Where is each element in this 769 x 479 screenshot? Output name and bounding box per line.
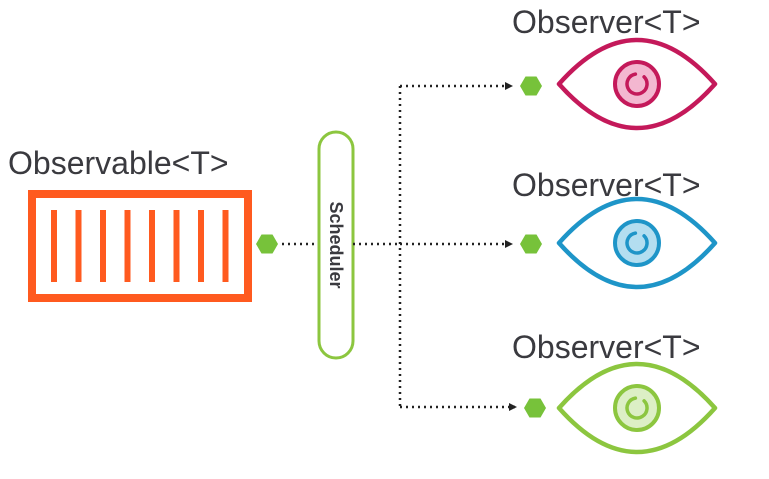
observer-2-label: Observer<T>	[512, 167, 701, 203]
scheduler: Scheduler	[317, 130, 355, 360]
eye-icon	[556, 361, 718, 455]
observer-2-input-hexagon	[520, 234, 542, 254]
eye-icon	[556, 196, 718, 290]
eye-iris	[613, 60, 661, 108]
scheduler-fanout	[353, 82, 517, 411]
observer-2: Observer<T>	[512, 167, 718, 290]
observable-item-bar	[75, 210, 82, 282]
scheduler-label: Scheduler	[326, 201, 346, 288]
observable-output-hexagon	[256, 234, 278, 254]
observable-item-bar	[149, 210, 155, 282]
observable-item-bar	[100, 210, 106, 282]
observable-item-bar	[51, 210, 57, 282]
eye-pupil	[625, 396, 649, 420]
observable-item-bar	[124, 210, 131, 282]
eye-icon	[556, 37, 718, 131]
observable-item-bar	[222, 210, 229, 282]
observer-1-label: Observer<T>	[512, 4, 701, 40]
observable-item-bar	[173, 210, 180, 282]
observable-container	[28, 190, 252, 302]
eye-iris	[613, 219, 661, 267]
observer-1: Observer<T>	[512, 4, 718, 131]
observable-label: Observable<T>	[8, 145, 229, 181]
observer-3-label: Observer<T>	[512, 329, 701, 365]
eye-iris	[613, 384, 661, 432]
observer-3-input-hexagon	[524, 398, 546, 418]
observer-3: Observer<T>	[512, 329, 718, 455]
eye-pupil	[625, 231, 649, 255]
observable: Observable<T>	[8, 145, 252, 302]
eye-pupil	[625, 72, 649, 96]
observable-item-bar	[198, 210, 204, 282]
observer-1-input-hexagon	[520, 76, 542, 96]
observable-items	[51, 210, 229, 282]
